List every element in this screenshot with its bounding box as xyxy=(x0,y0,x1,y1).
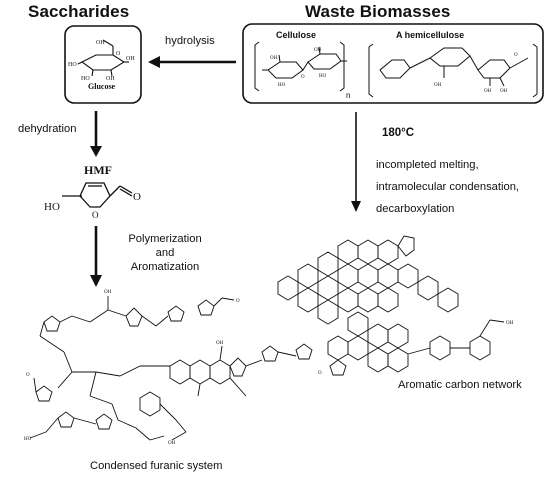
svg-text:HO: HO xyxy=(278,83,286,88)
temperature-label: 180°C xyxy=(382,127,415,139)
condensed-furanic-structure xyxy=(29,296,313,441)
dehydration-label: dehydration xyxy=(18,123,77,135)
svg-text:OH: OH xyxy=(96,40,105,46)
svg-text:O: O xyxy=(116,51,121,57)
svg-text:OH: OH xyxy=(168,441,176,446)
condensed-furanic-label: Condensed furanic system xyxy=(90,460,223,472)
glucose-box xyxy=(64,25,142,104)
hmf-o: O xyxy=(92,210,99,220)
svg-text:OH: OH xyxy=(270,56,278,61)
waste-biomasses-title: Waste Biomasses xyxy=(305,2,451,21)
biomass-box xyxy=(242,23,544,104)
svg-text:HO: HO xyxy=(81,76,90,82)
svg-text:OH: OH xyxy=(314,48,322,53)
svg-text:OH: OH xyxy=(434,83,442,88)
process-line-3: decarboxylation xyxy=(376,203,455,215)
svg-text:O: O xyxy=(236,299,240,304)
hydrolysis-arrow xyxy=(148,56,236,68)
process-label: incompleted melting, intramolecular cond… xyxy=(376,154,519,220)
svg-text:OH: OH xyxy=(216,341,224,346)
hmf-o2: O xyxy=(133,191,141,203)
hemicellulose-label: A hemicellulose xyxy=(396,30,465,40)
svg-text:OH: OH xyxy=(106,76,115,82)
svg-text:HO: HO xyxy=(319,74,327,79)
cellulose-structure xyxy=(254,41,347,92)
glucose-structure xyxy=(77,39,129,77)
hmf-ho: HO xyxy=(44,201,60,213)
polymerization-arrow xyxy=(90,226,102,287)
process-line-2: intramolecular condensation, xyxy=(376,181,520,193)
svg-text:OH: OH xyxy=(500,89,508,94)
polymerization-line-3: Aromatization xyxy=(130,261,200,273)
aromatic-network-structure xyxy=(277,235,505,376)
subscript-n: n xyxy=(346,91,350,100)
svg-text:OH: OH xyxy=(104,290,112,295)
svg-text:O: O xyxy=(26,373,30,378)
svg-text:OH: OH xyxy=(506,321,514,326)
hmf-label: HMF xyxy=(84,163,112,177)
polymerization-label: Polymerization and Aromatization xyxy=(106,232,224,274)
svg-text:O: O xyxy=(318,371,322,376)
svg-text:OH: OH xyxy=(484,89,492,94)
glucose-label: Glucose xyxy=(88,82,116,91)
hemicellulose-structure xyxy=(368,43,538,98)
polymerization-line-1: Polymerization xyxy=(128,233,202,245)
hydrolysis-label: hydrolysis xyxy=(165,35,215,47)
dehydration-arrow xyxy=(90,111,102,157)
aromatic-network-label: Aromatic carbon network xyxy=(398,379,522,391)
thermal-arrow xyxy=(351,112,361,212)
svg-text:O: O xyxy=(514,53,518,58)
svg-text:HO: HO xyxy=(24,437,32,442)
svg-text:OH: OH xyxy=(126,56,135,62)
svg-text:HO: HO xyxy=(68,62,77,68)
svg-text:O: O xyxy=(301,75,305,80)
cellulose-label: Cellulose xyxy=(276,30,317,40)
saccharides-title: Saccharides xyxy=(28,2,130,21)
polymerization-line-2: and xyxy=(155,247,175,259)
process-line-1: incompleted melting, xyxy=(376,159,479,171)
hmf-structure xyxy=(62,182,133,208)
